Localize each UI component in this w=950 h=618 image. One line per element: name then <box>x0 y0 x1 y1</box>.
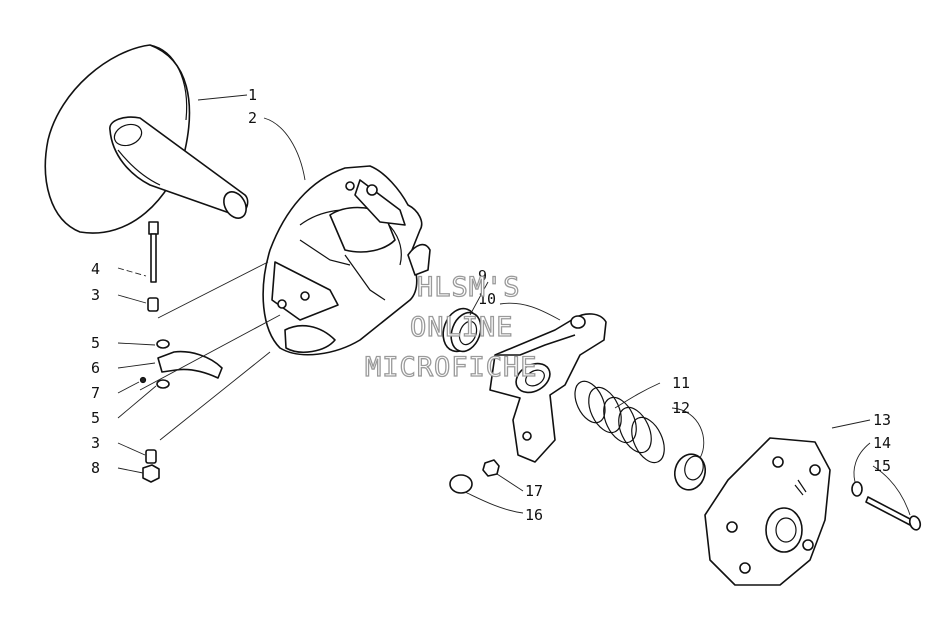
part-3-bushing-upper <box>147 297 159 312</box>
watermark: HLSM'S ONLINE MICROFICHE <box>364 271 538 383</box>
part-2-movable-sheave <box>262 165 431 356</box>
watermark-line-3: MICROFICHE <box>365 352 538 383</box>
part-17-nut <box>482 459 500 477</box>
callout-10: 10 <box>478 290 496 308</box>
callout-6: 6 <box>91 359 100 377</box>
part-8-nut <box>142 464 160 483</box>
callout-16: 16 <box>525 506 543 524</box>
part-3-bushing-lower <box>145 449 157 464</box>
part-13-cover <box>704 437 831 586</box>
callout-2: 2 <box>248 109 257 127</box>
callout-9: 9 <box>478 267 487 285</box>
part-12-bushing <box>673 453 707 491</box>
part-15-bolt <box>865 496 922 531</box>
callout-7: 7 <box>91 384 100 402</box>
callout-17: 17 <box>525 482 543 500</box>
part-7-pin <box>139 376 147 384</box>
watermark-line-1: HLSM'S <box>417 272 521 303</box>
part-6-cam-arm <box>157 350 223 379</box>
callout-11: 11 <box>672 374 690 392</box>
part-16-cap <box>449 474 473 494</box>
callout-3-lower: 3 <box>91 434 100 452</box>
callout-14: 14 <box>873 434 891 452</box>
callout-15: 15 <box>873 457 891 475</box>
leader-lines <box>117 94 911 516</box>
part-14-washer <box>851 481 863 497</box>
callout-8: 8 <box>91 459 100 477</box>
callout-5-lower: 5 <box>91 409 100 427</box>
callout-13: 13 <box>873 411 891 429</box>
callout-1: 1 <box>248 86 257 104</box>
part-4-bolt <box>148 221 159 283</box>
part-5-washer-upper <box>156 339 170 349</box>
spider-assembly <box>489 313 607 463</box>
callout-3-upper: 3 <box>91 286 100 304</box>
callout-12: 12 <box>672 399 690 417</box>
callout-5-upper: 5 <box>91 334 100 352</box>
part-5-washer-lower <box>156 379 170 389</box>
part-11-spring <box>574 380 665 464</box>
watermark-line-2: ONLINE <box>410 312 514 343</box>
callout-4: 4 <box>91 260 100 278</box>
part-9-10-bushing-seal <box>442 307 482 353</box>
callout-labels: 1 2 4 3 5 6 7 5 3 8 9 10 11 12 13 14 15 … <box>91 86 891 524</box>
part-1-fixed-sheave <box>44 44 249 234</box>
